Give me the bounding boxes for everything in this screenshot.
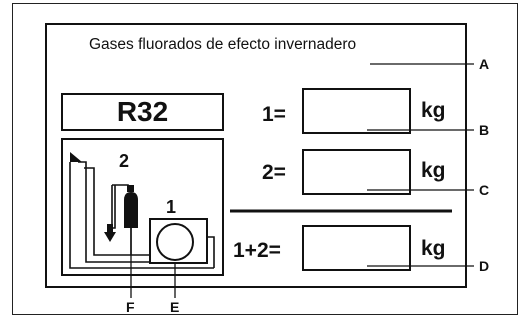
indoor-unit-flag-icon bbox=[70, 152, 82, 162]
charge-arrow-shaft bbox=[107, 224, 113, 233]
pipe-outer bbox=[69, 162, 214, 269]
compressor-icon bbox=[156, 223, 194, 261]
value-box-2 bbox=[302, 149, 411, 195]
label-title: Gases fluorados de efecto invernadero bbox=[89, 36, 357, 53]
callout-b: B bbox=[479, 122, 490, 138]
callout-e: E bbox=[170, 299, 180, 315]
refrigerant-cylinder-icon bbox=[124, 185, 138, 228]
pipe-outdoor-right bbox=[207, 236, 215, 268]
pipe-third bbox=[84, 167, 150, 256]
row-1-label: 1= bbox=[262, 103, 286, 126]
system-diagram-box bbox=[61, 138, 224, 276]
value-box-total bbox=[302, 225, 411, 271]
outer-frame bbox=[12, 3, 518, 315]
refrigerant-name: R32 bbox=[116, 96, 169, 127]
row-1-unit: kg bbox=[421, 99, 446, 122]
pipe-inner bbox=[78, 161, 150, 263]
row-total-unit: kg bbox=[421, 237, 446, 260]
charge-arrow-icon bbox=[104, 232, 116, 242]
refrigerant-box bbox=[61, 93, 224, 131]
callout-c: C bbox=[479, 182, 490, 198]
row-2-label: 2= bbox=[262, 161, 286, 184]
added-charge-number: 2 bbox=[119, 151, 130, 171]
callout-f: F bbox=[126, 299, 135, 315]
callout-d: D bbox=[479, 258, 490, 274]
label-border bbox=[45, 23, 467, 288]
row-total-label: 1+2= bbox=[233, 239, 281, 262]
value-box-1 bbox=[302, 88, 411, 134]
row-2-unit: kg bbox=[421, 159, 446, 182]
factory-charge-number: 1 bbox=[166, 197, 177, 217]
callout-a: A bbox=[479, 56, 490, 72]
